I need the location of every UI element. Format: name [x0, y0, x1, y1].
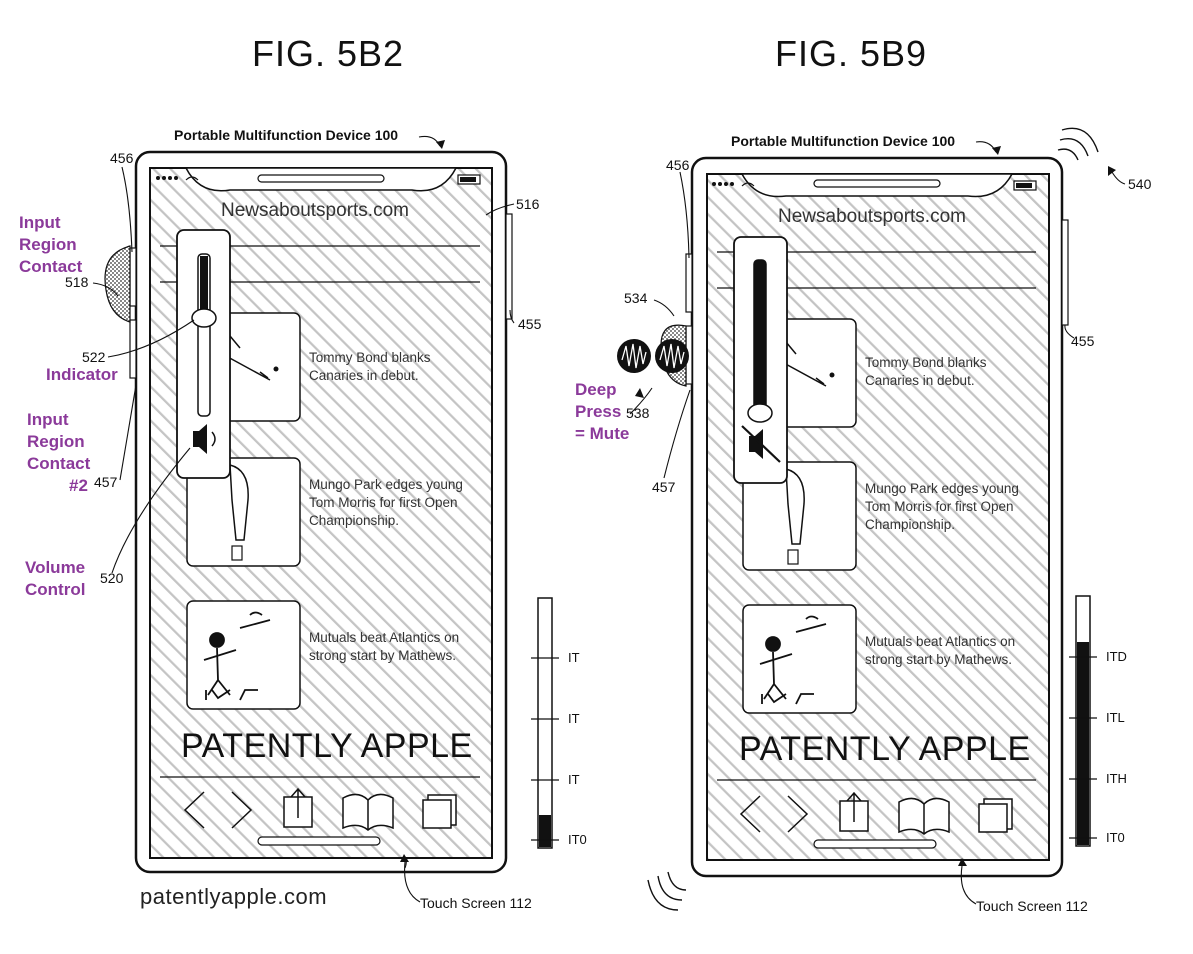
right-it-label-l: ITL: [1106, 710, 1125, 725]
left-ref-522: 522: [82, 349, 106, 365]
right-it-label-h: ITH: [1106, 771, 1127, 786]
left-it-label-4: IT0: [568, 832, 587, 847]
annotation-volume-control: Volume Control: [25, 558, 86, 599]
right-ref-538: 538: [626, 405, 650, 421]
left-article-3: Mutuals beat Atlantics on strong start b…: [309, 630, 460, 663]
annotation-input-region-contact: Input Region Contact: [19, 213, 83, 276]
annotation-input-region-contact-2: Input Region Contact #2: [27, 410, 91, 495]
left-intensity-fill: [539, 815, 551, 847]
left-site-url: Newsaboutsports.com: [221, 200, 409, 221]
right-ref-457: 457: [652, 479, 676, 495]
left-article-2: Mungo Park edges young Tom Morris for fi…: [309, 477, 463, 528]
right-device-label: Portable Multifunction Device 100: [731, 133, 956, 149]
left-ref-455: 455: [518, 316, 542, 332]
left-it-label-2: IT: [568, 711, 580, 726]
left-it-label-3: IT: [568, 772, 580, 787]
left-watermark: PATENTLY APPLE: [181, 727, 473, 765]
annotation-indicator: Indicator: [46, 365, 118, 384]
right-article-3: Mutuals beat Atlantics on strong start b…: [865, 634, 1016, 667]
right-ref-534: 534: [624, 290, 648, 306]
right-watermark: PATENTLY APPLE: [739, 730, 1031, 768]
right-touch-screen-label: Touch Screen 112: [976, 898, 1088, 914]
left-touch-screen-label: Touch Screen 112: [420, 895, 532, 911]
left-ref-457: 457: [94, 474, 118, 490]
right-intensity-fill: [1077, 642, 1089, 845]
right-ref-456: 456: [666, 157, 690, 173]
left-ref-516: 516: [516, 196, 540, 212]
right-it-label-d: ITD: [1106, 649, 1127, 664]
left-it-label-1: IT: [568, 650, 580, 665]
right-article-1: Tommy Bond blanks Canaries in debut.: [865, 355, 987, 388]
right-figure-title: FIG. 5B9: [775, 33, 928, 74]
right-site-url: Newsaboutsports.com: [778, 206, 966, 227]
left-ref-456: 456: [110, 150, 134, 166]
right-ref-540: 540: [1128, 176, 1152, 192]
right-device: [617, 127, 1126, 911]
left-figure-title: FIG. 5B2: [252, 33, 405, 74]
right-it-label-0: IT0: [1106, 830, 1125, 845]
left-device-label: Portable Multifunction Device 100: [174, 127, 399, 143]
right-article-2: Mungo Park edges young Tom Morris for fi…: [865, 481, 1019, 532]
left-device: [92, 135, 559, 903]
right-ref-455: 455: [1071, 333, 1095, 349]
left-ref-518: 518: [65, 274, 89, 290]
footer-url: patentlyapple.com: [140, 884, 328, 909]
annotation-deep-press-mute: Deep Press = Mute: [575, 380, 630, 443]
left-article-1: Tommy Bond blanks Canaries in debut.: [309, 350, 431, 383]
left-ref-520: 520: [100, 570, 124, 586]
